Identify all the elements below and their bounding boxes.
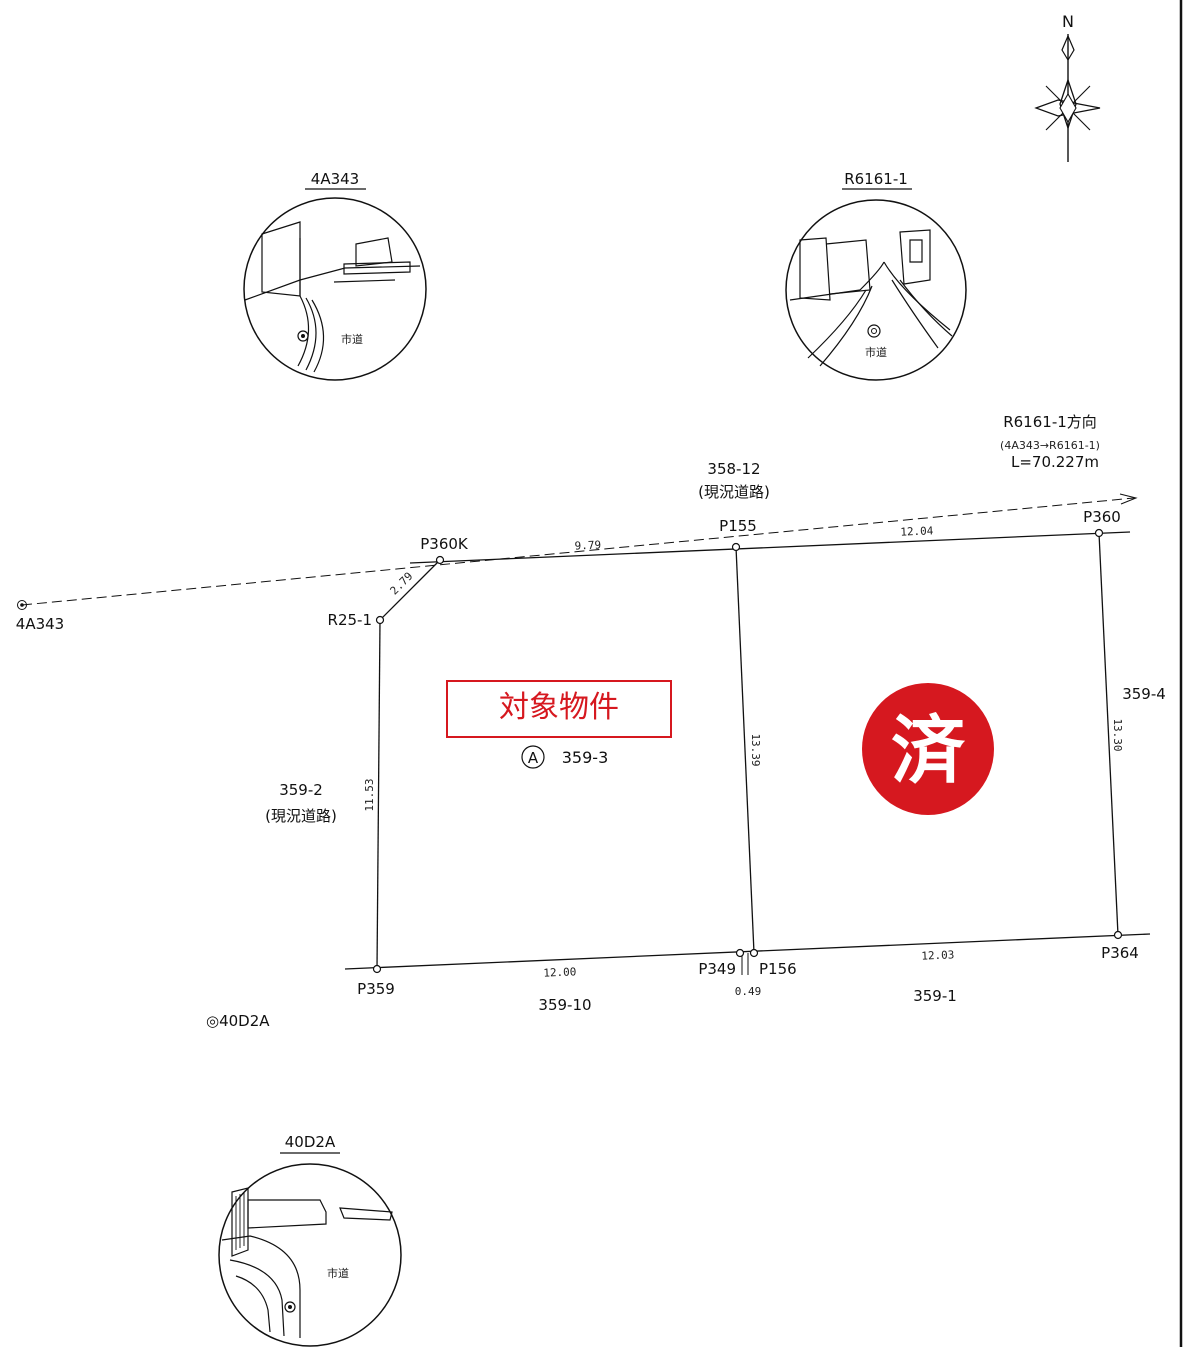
boundary-point-markers xyxy=(372,528,1123,974)
dim-bottom-right: 12.03 xyxy=(921,948,955,962)
point-p155-marker xyxy=(731,542,741,552)
dim-middle: 13.39 xyxy=(749,733,762,766)
subject-label-text: 対象物件 xyxy=(499,690,619,725)
parcel-labels: 358-12 (現況道路) 359-2 (現況道路) 359-4 359-10 … xyxy=(265,460,1166,1014)
photo-title: R6161-1 xyxy=(844,170,908,188)
point-p359-marker xyxy=(372,964,382,974)
point-p360-marker xyxy=(1094,528,1104,538)
road-label-4a343: 市道 xyxy=(341,332,363,346)
parcel-west-road-note: (現況道路) xyxy=(265,807,337,825)
point-p349-marker xyxy=(735,948,745,958)
direction-note: R6161-1方向 (4A343→R6161-1) L=70.227m xyxy=(1000,413,1100,471)
subject-marker-circle xyxy=(521,745,545,769)
dim-diagonal: 2.79 xyxy=(388,570,416,598)
dim-top-left: 9.79 xyxy=(574,538,601,552)
point-label-p360: P360 xyxy=(1083,508,1121,526)
dim-bottom-left: 12.00 xyxy=(543,965,577,979)
photo-view-4a343: 4A343 市道 xyxy=(243,170,427,381)
parcel-east: 359-4 xyxy=(1122,685,1166,703)
direction-length: L=70.227m xyxy=(1011,453,1099,471)
point-labels: P360K P155 P360 R25-1 P359 P349 P156 P36… xyxy=(328,508,1139,998)
parcel-north-road-note: (現況道路) xyxy=(698,483,770,501)
dimension-labels: 9.79 12.04 2.79 11.53 13.39 13.30 12.00 … xyxy=(363,524,1124,998)
dim-left: 11.53 xyxy=(363,778,376,811)
point-label-p360k: P360K xyxy=(420,535,469,553)
sold-badge-text: 済 xyxy=(891,708,966,794)
dim-top-right: 12.04 xyxy=(900,524,934,538)
parcel-south-left: 359-10 xyxy=(538,996,591,1014)
subject-marker: A xyxy=(528,749,539,767)
ref-point-left: 4A343 xyxy=(16,615,64,633)
point-p360k-marker xyxy=(435,555,445,565)
direction-title: R6161-1方向 xyxy=(1003,413,1097,431)
point-label-p156: P156 xyxy=(759,960,797,978)
point-label-p364: P364 xyxy=(1101,944,1139,962)
subject-property-label: 対象物件 xyxy=(446,680,672,738)
reference-line: 4A343 xyxy=(16,493,1138,633)
north-arrow: N xyxy=(1034,12,1101,162)
north-label: N xyxy=(1062,12,1074,31)
ref-point-bottom: ◎40D2A xyxy=(206,1012,270,1030)
ref-point-marker xyxy=(17,600,27,610)
parcel-north-road-number: 358-12 xyxy=(707,460,760,478)
point-p156-marker xyxy=(749,948,759,958)
dim-right: 13.30 xyxy=(1111,718,1124,751)
point-label-p155: P155 xyxy=(719,517,757,535)
subject-parcel-number: 359-3 xyxy=(562,748,609,767)
parcel-boundaries xyxy=(344,531,1151,975)
dim-bottom-gap: 0.49 xyxy=(735,985,762,998)
photo-view-40d2a: 40D2A 市道 xyxy=(218,1133,402,1347)
photo-title: 4A343 xyxy=(311,170,359,188)
parcel-south-right: 359-1 xyxy=(913,987,957,1005)
road-label-r6161-1: 市道 xyxy=(865,345,887,359)
point-label-r25-1: R25-1 xyxy=(328,611,372,629)
point-label-p349: P349 xyxy=(698,960,736,978)
point-label-p359: P359 xyxy=(357,980,395,998)
photo-title: 40D2A xyxy=(285,1133,336,1151)
parcel-west-road-number: 359-2 xyxy=(279,781,323,799)
photo-view-r6161-1: R6161-1 市道 xyxy=(785,170,967,381)
sold-badge: 済 xyxy=(862,683,994,815)
road-label-40d2a: 市道 xyxy=(327,1266,349,1280)
direction-subtitle: (4A343→R6161-1) xyxy=(1000,439,1100,452)
point-r25-1-marker xyxy=(375,615,385,625)
point-p364-marker xyxy=(1113,930,1123,940)
